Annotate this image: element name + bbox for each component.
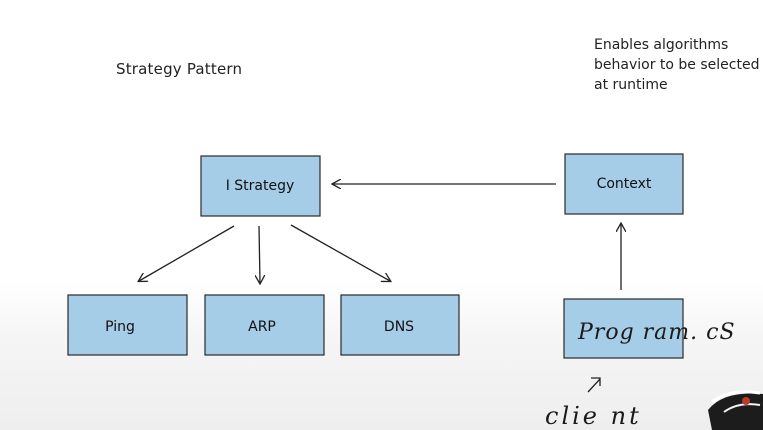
ping-label: Ping [105, 319, 135, 335]
diagram-title: Strategy Pattern [116, 60, 243, 78]
note-line-3: at runtime [594, 77, 668, 93]
client-handwritten-label: clie nt [545, 402, 642, 430]
program-node: Prog ram. cS [563, 298, 736, 359]
client-annotation: clie nt [545, 377, 642, 430]
stylus-device-image [708, 390, 763, 430]
istrategy-to-arp-arrow [259, 225, 260, 283]
istrategy-label: I Strategy [226, 178, 295, 194]
context-node: Context [564, 153, 684, 215]
dns-label: DNS [384, 319, 414, 335]
ping-node: Ping [67, 294, 188, 356]
arp-node: ARP [204, 294, 325, 356]
arp-label: ARP [248, 319, 276, 335]
description-note: Enables algorithms behavior to be select… [594, 35, 759, 95]
istrategy-to-dns-arrow [290, 224, 390, 281]
context-label: Context [597, 176, 652, 192]
note-line-2: behavior to be selected [594, 57, 760, 73]
note-line-1: Enables algorithms [594, 37, 729, 53]
istrategy-to-ping-arrow [139, 225, 235, 281]
client-pointer-arrow [587, 377, 601, 393]
program-handwritten-label: Prog ram. cS [577, 320, 736, 345]
dns-node: DNS [340, 294, 460, 356]
istrategy-node: I Strategy [200, 155, 321, 217]
